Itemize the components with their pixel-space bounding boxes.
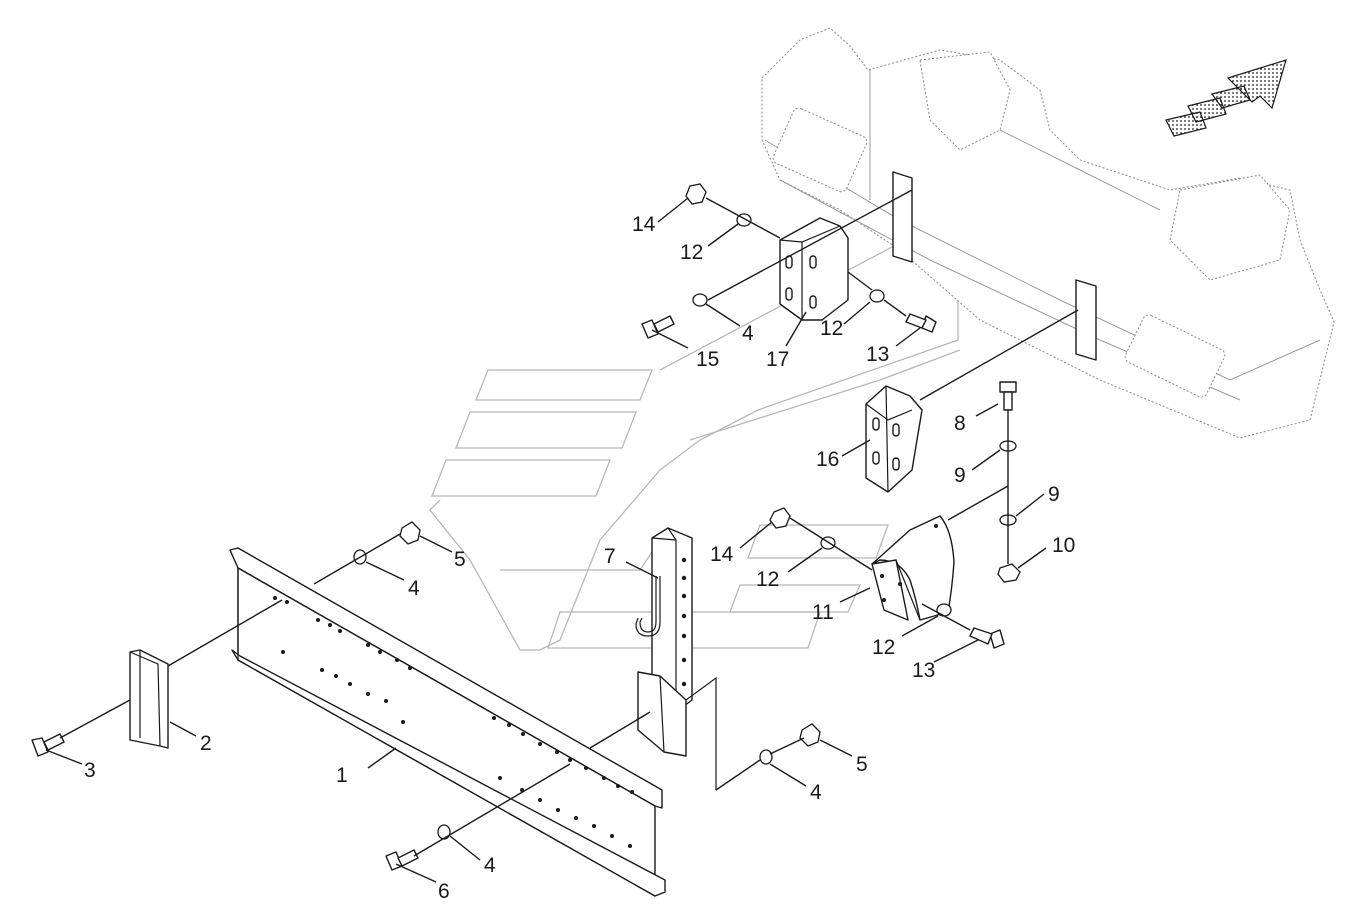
angle-bracket-upper [779,217,849,321]
callout-3: 3 [84,759,96,782]
callout-10: 10 [1052,534,1075,557]
chassis-frame [761,27,1335,439]
watermark-logo [429,210,961,651]
washer-4-upper [692,293,708,307]
callout-14: 14 [710,543,734,566]
callout-13: 13 [866,343,889,366]
callout-9: 9 [1048,483,1060,506]
callout-14: 14 [632,213,656,236]
callout-4: 4 [810,781,822,804]
assembly-lines [59,189,1079,857]
callout-12: 12 [820,317,843,340]
callout-8: 8 [954,412,966,435]
nut-5-upper [399,521,421,545]
washer-4-post [759,749,773,765]
rear-beam [229,547,666,897]
callout-15: 15 [696,348,719,371]
nut-14-lower [769,507,791,529]
fasteners [353,183,1021,840]
washer-12-bottom [936,603,952,617]
nut-14-upper [685,183,707,205]
spacer-block [129,649,169,749]
callout-2: 2 [200,732,212,755]
callout-6: 6 [438,880,450,903]
forward-direction-arrow-icon [1165,59,1287,137]
callout-4: 4 [408,577,420,600]
callout-16: 16 [816,448,839,471]
beam-holes [273,596,634,848]
washer-12-mid [869,289,885,303]
callout-5: 5 [856,753,868,776]
callout-5: 5 [454,548,466,571]
bolt-15 [641,319,659,339]
bolt [31,733,65,757]
washer-4-bottom [437,824,451,840]
callout-12: 12 [680,241,703,264]
callout-11: 11 [812,601,834,624]
callout-12: 12 [756,568,779,591]
callout-9: 9 [954,464,966,487]
angle-bracket-lower [865,385,923,493]
nut-5-lower [799,723,821,747]
upright-post [635,527,717,790]
callout-17: 17 [766,348,789,371]
callout-12: 12 [872,636,895,659]
callout-1: 1 [336,764,348,787]
callout-7: 7 [604,545,616,568]
nut-10 [997,563,1021,583]
callout-4: 4 [742,322,754,345]
curved-bracket [871,515,955,621]
callout-labels: 1 2 3 4 4 4 4 5 5 6 7 8 9 9 10 11 12 12 … [84,213,1075,903]
callout-leaders [45,197,1047,883]
bolt-13-lower [989,629,1005,649]
callout-4: 4 [484,854,496,877]
bolt-8 [999,381,1017,393]
callout-13: 13 [912,659,935,682]
